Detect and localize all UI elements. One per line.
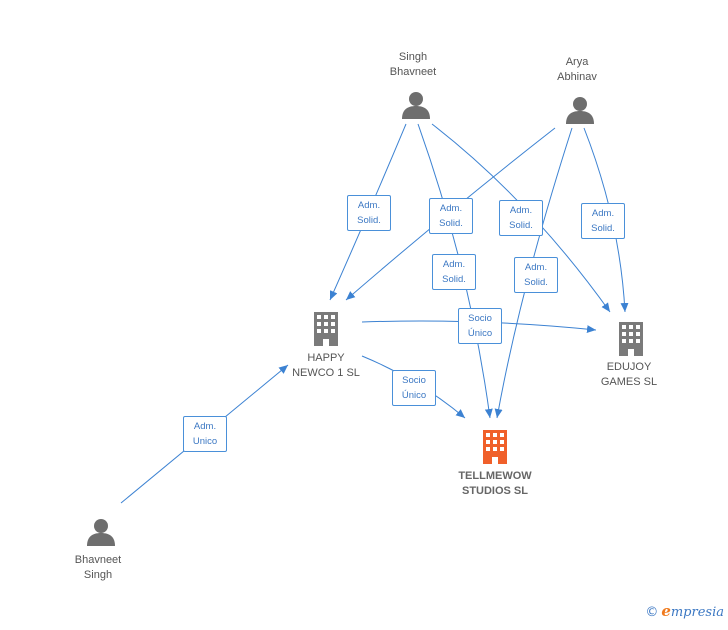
- edge-label-adm-solid: Adm. Solid.: [429, 198, 473, 234]
- edge-label-socio-unico: Socio Único: [392, 370, 436, 406]
- person-icon: [87, 519, 115, 546]
- edge-label-adm-solid: Adm. Solid.: [514, 257, 558, 293]
- node-singh-bhavneet[interactable]: Singh Bhavneet: [389, 51, 437, 78]
- copyright-icon: ©: [645, 605, 659, 620]
- node-bhavneet-singh[interactable]: Bhavneet Singh: [74, 554, 122, 581]
- edge-label-adm-solid: Adm. Solid.: [499, 200, 543, 236]
- node-happy-newco[interactable]: HAPPY NEWCO 1 SL: [292, 352, 360, 379]
- edge-label-adm-unico: Adm. Unico: [183, 416, 227, 452]
- empresia-brand[interactable]: ©empresia: [645, 602, 724, 620]
- building-icon: [619, 322, 643, 356]
- node-edujoy-games[interactable]: EDUJOY GAMES SL: [600, 361, 658, 388]
- brand-name: mpresia: [670, 605, 724, 620]
- person-icon: [402, 92, 430, 119]
- edge-label-adm-solid: Adm. Solid.: [347, 195, 391, 231]
- person-icon: [566, 97, 594, 124]
- node-tellmewow-studios[interactable]: TELLMEWOW STUDIOS SL: [458, 470, 532, 497]
- edge-label-adm-solid: Adm. Solid.: [581, 203, 625, 239]
- brand-logo-initial: e: [661, 602, 671, 620]
- building-icon: [483, 430, 507, 464]
- node-arya-abhinav[interactable]: Arya Abhinav: [557, 56, 597, 83]
- edge-label-adm-solid: Adm. Solid.: [432, 254, 476, 290]
- building-icon: [314, 312, 338, 346]
- edge-label-socio-unico: Socio Único: [458, 308, 502, 344]
